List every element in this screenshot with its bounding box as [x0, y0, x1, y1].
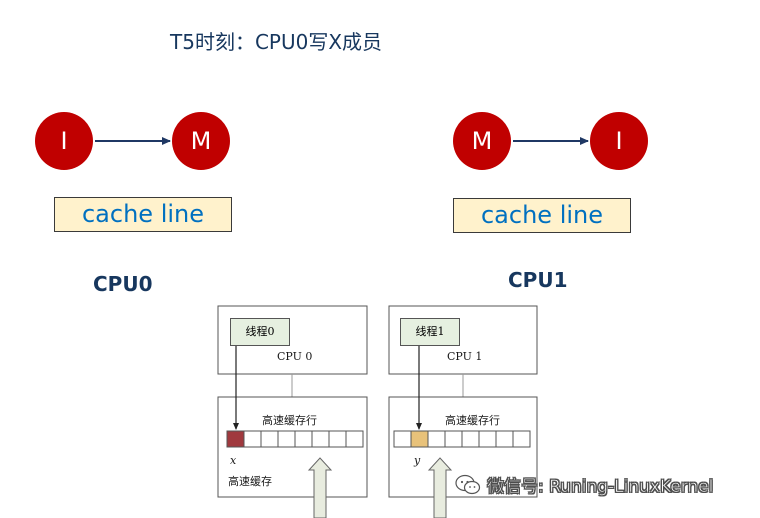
cpu-label-left: CPU0	[93, 272, 153, 296]
cpu1-thread-box: 线程1	[400, 318, 460, 346]
cpu0-cache-line-label: 高速缓存行	[262, 414, 317, 427]
cpu0-cell	[345, 430, 364, 448]
cpu0-cell	[277, 430, 296, 448]
cpu1-cell	[495, 430, 514, 448]
cpu1-cell-y	[410, 430, 429, 448]
cpu0-cell	[243, 430, 262, 448]
cpu1-cell	[461, 430, 480, 448]
cpu1-cache-line-label: 高速缓存行	[445, 414, 500, 427]
cpu1-cell	[444, 430, 463, 448]
cpu0-cell	[294, 430, 313, 448]
cpu1-cell	[478, 430, 497, 448]
cpu-label-right: CPU1	[508, 268, 568, 292]
cpu1-name: CPU 1	[447, 350, 483, 363]
cpu0-name: CPU 0	[277, 350, 313, 363]
state-node-right-from: M	[453, 112, 511, 170]
cpu0-thread-box: 线程0	[230, 318, 290, 346]
cpu0-var-label: x	[230, 454, 237, 467]
wechat-icon	[455, 474, 481, 494]
cache-line-box-right: cache line	[453, 198, 631, 233]
cpu0-cell-x	[226, 430, 245, 448]
cpu1-cell	[393, 430, 412, 448]
cpu1-cell	[512, 430, 531, 448]
page-title: T5时刻：CPU0写X成员	[170, 30, 383, 54]
watermark-text: 微信号: Runing-LinuxKernel	[487, 477, 714, 498]
cpu0-cell	[311, 430, 330, 448]
state-node-right-to: I	[590, 112, 648, 170]
cpu1-cell	[427, 430, 446, 448]
cpu0-cache-cells	[226, 430, 364, 448]
cpu0-cell	[328, 430, 347, 448]
state-node-left-from: I	[35, 112, 93, 170]
cpu0-bus-up-arrow	[307, 457, 333, 518]
cpu1-var-label: y	[414, 454, 421, 467]
cpu0-cache-label: 高速缓存	[228, 475, 272, 488]
cpu1-bus-up-arrow	[427, 457, 453, 518]
cache-line-box-left: cache line	[54, 197, 232, 232]
watermark: 微信号: Runing-LinuxKernel	[455, 472, 714, 498]
cpu1-cache-cells	[393, 430, 531, 448]
cpu0-cell	[260, 430, 279, 448]
state-node-left-to: M	[172, 112, 230, 170]
